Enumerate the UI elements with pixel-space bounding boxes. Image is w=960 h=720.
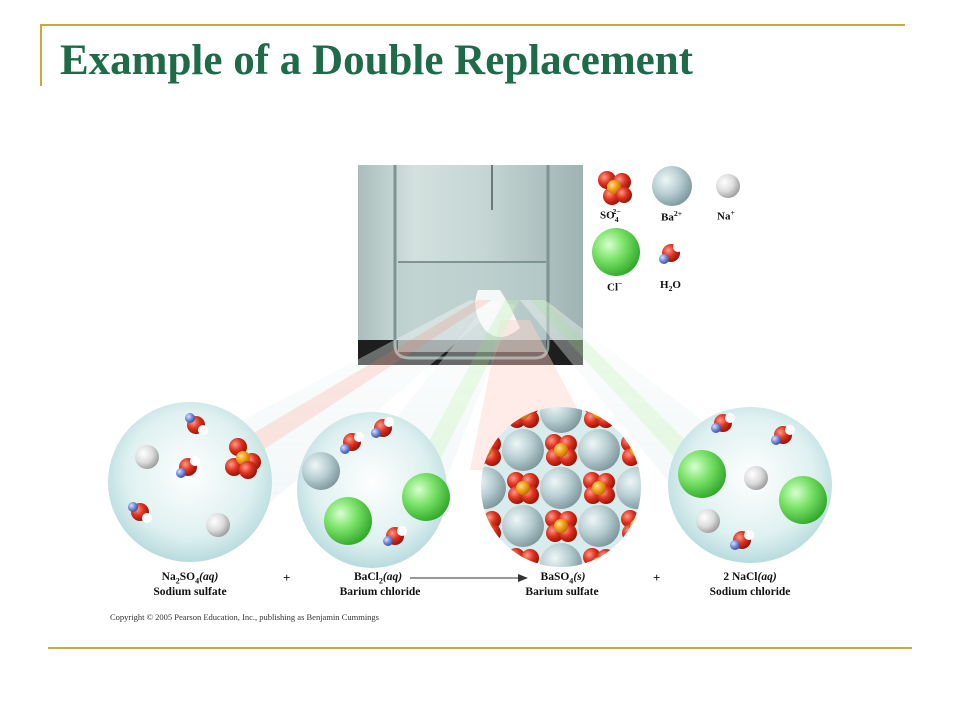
bubble-barium-chloride (297, 412, 450, 568)
plus-sign-1: + (283, 570, 291, 585)
water-molecule (185, 413, 208, 435)
legend-sulfate-label: SO42− (600, 207, 621, 224)
sulfate-ion (225, 438, 261, 479)
reactant-2-name: Barium chloride (339, 586, 421, 598)
sulfate-ion (481, 510, 501, 542)
barium-ion (540, 543, 582, 567)
water-molecule (383, 526, 407, 546)
barium-ion (540, 407, 582, 433)
product-1-formula: BaSO4(s) (540, 571, 586, 586)
legend-sulfate-icon (598, 171, 632, 205)
sulfate-ion (545, 434, 577, 466)
sodium-ion (206, 513, 230, 537)
frame-top-line (40, 24, 905, 26)
product-1-name: Barium sulfate (525, 586, 599, 598)
water-molecule (730, 530, 754, 550)
barium-ion (481, 543, 506, 567)
legend-barium-label: Ba2+ (661, 209, 683, 224)
water-molecule (371, 417, 394, 438)
bubble-barium-sulfate-lattice (481, 407, 641, 567)
reactant-1-name: Sodium sulfate (153, 586, 227, 598)
copyright-notice: Copyright © 2005 Pearson Education, Inc.… (110, 612, 379, 622)
sodium-ion (696, 509, 720, 533)
legend-chloride-icon (592, 228, 640, 276)
product-2-name: Sodium chloride (709, 586, 791, 598)
barium-ion (540, 467, 582, 509)
barium-ion (502, 429, 544, 471)
legend-sodium-icon (716, 174, 740, 198)
sodium-ion (135, 445, 159, 469)
legend-barium-icon (652, 166, 692, 206)
slide-title: Example of a Double Replacement (60, 37, 693, 84)
chloride-ion (324, 497, 372, 545)
sulfate-ion (507, 472, 539, 504)
water-molecule (176, 456, 200, 478)
barium-ion (502, 505, 544, 547)
frame-left-line (40, 24, 42, 86)
bubble-sodium-chloride (668, 407, 832, 563)
water-molecule (340, 432, 364, 454)
barium-ion (616, 543, 641, 567)
frame-bottom-line (48, 647, 912, 649)
reactant-2-formula: BaCl2(aq) (353, 571, 403, 586)
chloride-ion (678, 450, 726, 498)
barium-ion (616, 467, 641, 509)
chloride-ion (779, 476, 827, 524)
legend-chloride-label: Cl− (607, 279, 623, 294)
reactant-1-formula: Na2SO4(aq) (161, 571, 219, 586)
water-molecule (128, 502, 152, 523)
barium-ion (578, 505, 620, 547)
chloride-ion (402, 473, 450, 521)
legend-water-icon (659, 242, 683, 264)
reaction-arrow (410, 574, 528, 582)
barium-ion (578, 429, 620, 471)
legend-water-label: H2O (660, 279, 681, 294)
sulfate-ion (545, 510, 577, 542)
sulfate-ion (621, 510, 641, 542)
sulfate-ion (583, 472, 615, 504)
water-molecule (711, 413, 735, 433)
water-molecule (771, 425, 795, 445)
bubble-sodium-sulfate (108, 402, 272, 562)
barium-ion (481, 467, 506, 509)
barium-ion (302, 452, 340, 490)
legend-sodium-label: Na+ (717, 208, 735, 223)
plus-sign-2: + (653, 570, 661, 585)
sodium-ion (744, 466, 768, 490)
product-2-formula: 2 NaCl(aq) (723, 571, 777, 583)
